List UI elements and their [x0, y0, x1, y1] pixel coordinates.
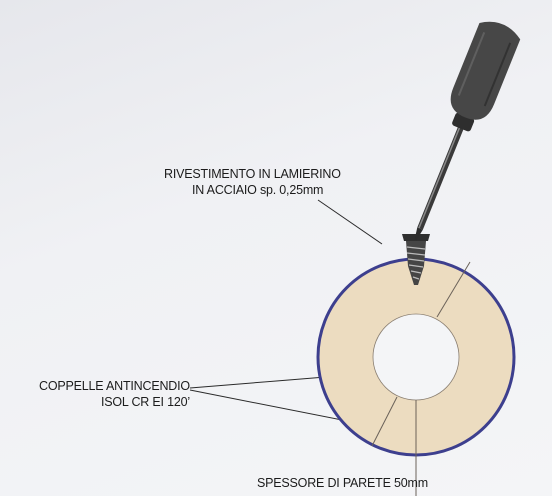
label-rivestimento-line1: RIVESTIMENTO IN LAMIERINO: [164, 167, 341, 181]
label-rivestimento-line2: IN ACCIAIO sp. 0,25mm: [192, 183, 324, 197]
shell-seam-lower: [371, 396, 398, 447]
screw-icon: [402, 234, 430, 285]
label-rivestimento: RIVESTIMENTO IN LAMIERINO IN ACCIAIO sp.…: [164, 166, 341, 198]
screwdriver-icon: [414, 21, 521, 241]
shell-seam-upper: [436, 261, 471, 318]
leader-line-coppelle-upper: [189, 375, 339, 389]
label-coppelle-line1: COPPELLE ANTINCENDIO: [39, 379, 190, 393]
leader-line-rivestimento: [317, 199, 383, 245]
pipe-bore: [372, 313, 460, 401]
label-coppelle: COPPELLE ANTINCENDIO ISOL CR EI 120’: [39, 378, 190, 410]
label-coppelle-line2: ISOL CR EI 120’: [100, 395, 190, 409]
label-spessore: SPESSORE DI PARETE 50mm: [257, 476, 428, 490]
